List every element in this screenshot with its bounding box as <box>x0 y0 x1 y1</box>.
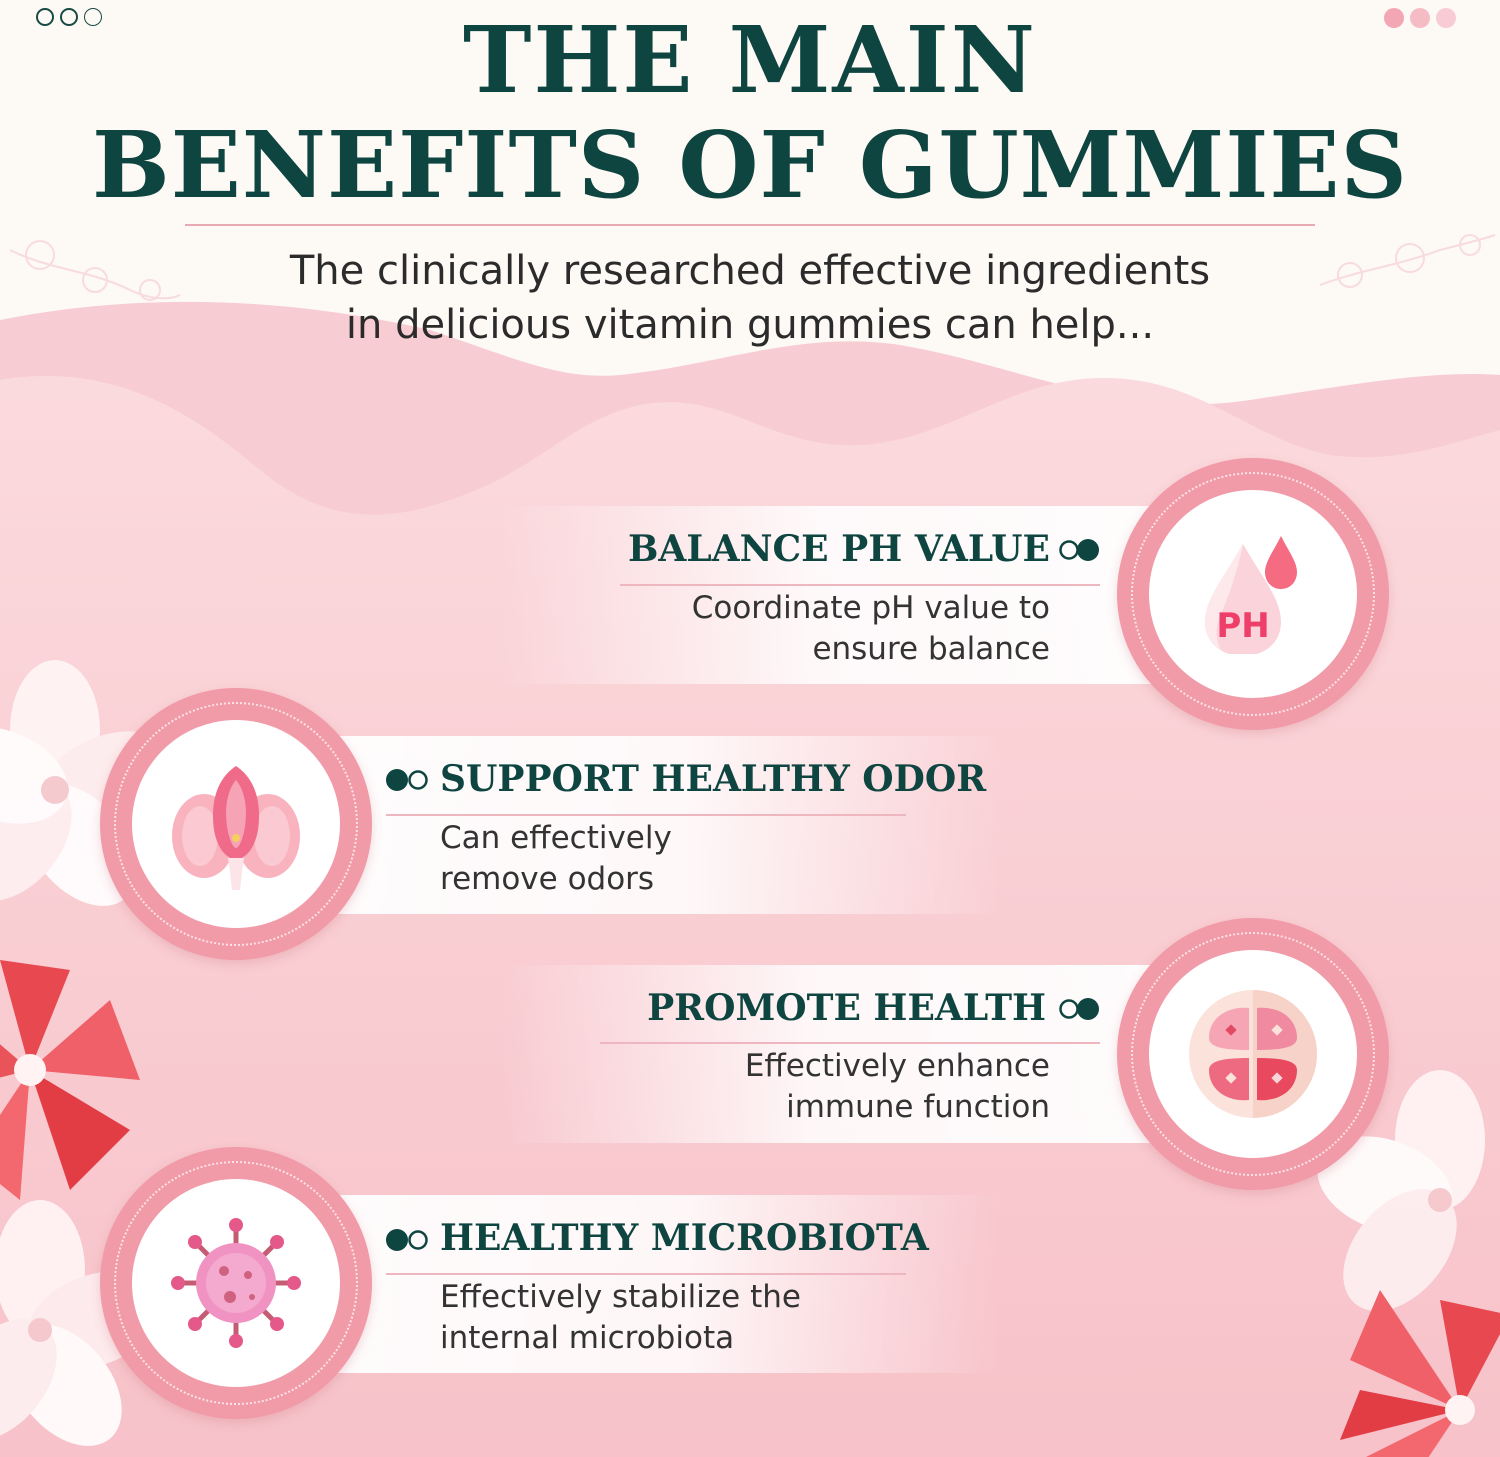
uterus-icon <box>172 766 300 890</box>
feature-title: PROMOTE HEALTH <box>647 987 1046 1029</box>
cell-icon-badge <box>1117 918 1389 1190</box>
page-title: THE MAIN BENEFITS OF GUMMIES <box>0 0 1500 220</box>
feature-description-line: immune function <box>786 1089 1050 1125</box>
badge-inner <box>1149 950 1357 1158</box>
dot-icon <box>84 8 102 26</box>
feature-description-line: Effectively enhance <box>744 1048 1050 1084</box>
feature-band <box>500 506 1200 684</box>
title-divider <box>185 224 1315 226</box>
feature-divider <box>600 1042 1100 1044</box>
dot-icon <box>60 8 78 26</box>
toggle-icon <box>386 769 428 791</box>
toggle-icon <box>1059 998 1099 1020</box>
badge-inner <box>132 720 340 928</box>
cell-icon <box>1189 990 1317 1118</box>
feature-description-line: remove odors <box>440 861 655 897</box>
toggle-icon <box>386 1229 428 1251</box>
feature-description-line: Coordinate pH value to <box>691 590 1050 626</box>
dot-icon <box>1410 8 1430 28</box>
dot-icon <box>36 8 54 26</box>
feature-description: Can effectively remove odors <box>440 818 672 900</box>
feature-description-line: Effectively stabilize the <box>440 1279 801 1315</box>
feature-description: Coordinate pH value to ensure balance <box>692 588 1050 670</box>
page-title-line-2: BENEFITS OF GUMMIES <box>92 111 1408 219</box>
feature-band <box>500 965 1200 1143</box>
feature-divider <box>620 584 1100 586</box>
dot-icon <box>1384 8 1404 28</box>
badge-inner: PH <box>1149 490 1357 698</box>
toggle-icon <box>1059 539 1099 561</box>
virus-icon <box>171 1218 301 1348</box>
page-title-line-1: THE MAIN <box>463 6 1037 114</box>
badge-ring <box>114 702 358 946</box>
virus-icon-badge <box>100 1147 372 1419</box>
decorative-dots-left <box>36 8 102 26</box>
badge-inner <box>132 1179 340 1387</box>
feature-title: HEALTHY MICROBIOTA <box>440 1217 929 1259</box>
feature-title: BALANCE PH VALUE <box>628 528 1050 570</box>
feature-title: SUPPORT HEALTHY ODOR <box>440 758 987 800</box>
feature-divider <box>386 814 906 816</box>
ph-drop-icon-badge: PH <box>1117 458 1389 730</box>
decorative-dots-right <box>1384 8 1456 28</box>
page-subtitle: The clinically researched effective ingr… <box>0 244 1500 352</box>
feature-description: Effectively stabilize the internal micro… <box>440 1277 801 1359</box>
feature-band <box>300 1195 1000 1373</box>
badge-ring <box>1131 472 1375 716</box>
feature-description-line: internal microbiota <box>440 1320 735 1356</box>
feature-description-line: ensure balance <box>812 631 1050 667</box>
ph-drop-icon: PH <box>1205 536 1297 654</box>
feature-description: Effectively enhance immune function <box>745 1046 1050 1128</box>
uterus-icon-badge <box>100 688 372 960</box>
dot-icon <box>1436 8 1456 28</box>
badge-ring <box>1131 932 1375 1176</box>
subtitle-line-1: The clinically researched effective ingr… <box>289 248 1211 294</box>
subtitle-line-2: in delicious vitamin gummies can help... <box>345 302 1155 348</box>
badge-ring <box>114 1161 358 1405</box>
feature-band <box>300 736 1000 914</box>
feature-description-line: Can effectively <box>440 820 672 856</box>
feature-divider <box>386 1273 906 1275</box>
ph-label: PH <box>1216 606 1269 646</box>
